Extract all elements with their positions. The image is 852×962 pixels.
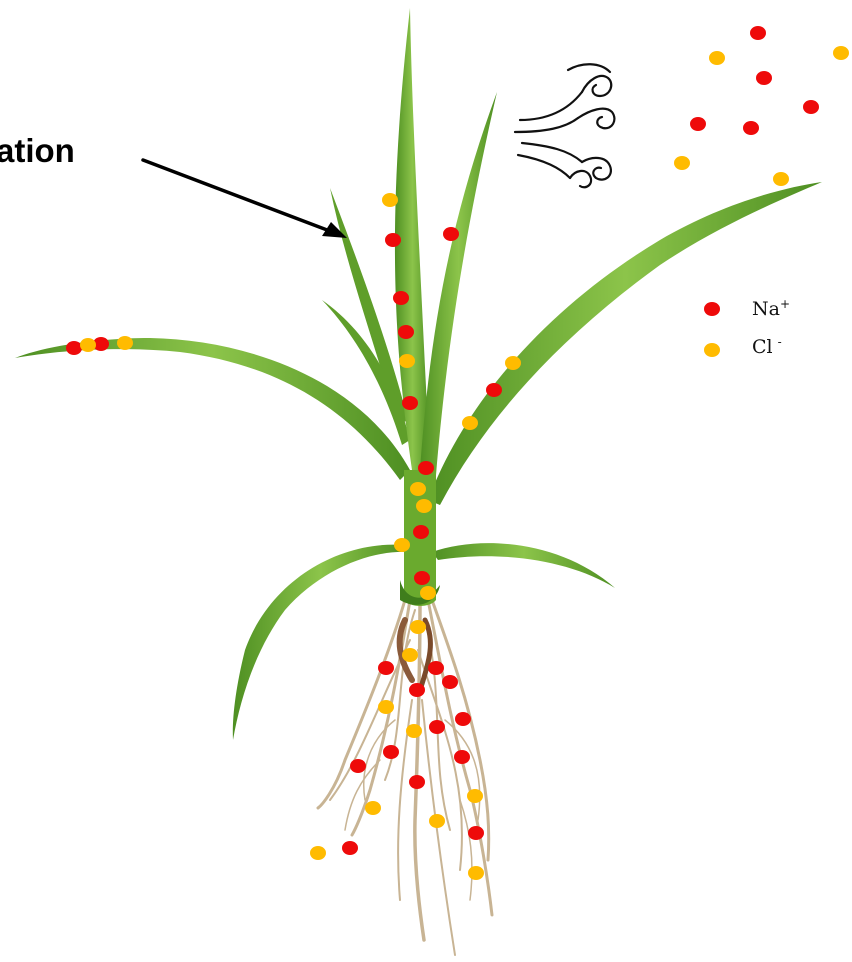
leaf-left-long <box>15 338 410 480</box>
legend-sodium-label: Na+ <box>752 297 790 320</box>
legend-sodium-swatch <box>704 302 720 316</box>
wind-swirl-icon <box>515 64 614 187</box>
legend-chloride-swatch <box>704 343 720 357</box>
plant <box>15 8 822 955</box>
legend-chloride-label: Cl- <box>752 335 782 358</box>
arrow-icon <box>143 160 347 238</box>
legend: Na+ Cl- <box>704 297 790 358</box>
annotation-label: ation <box>0 132 75 169</box>
sodium-ions <box>66 26 819 855</box>
leaf-lower-right <box>432 543 615 588</box>
